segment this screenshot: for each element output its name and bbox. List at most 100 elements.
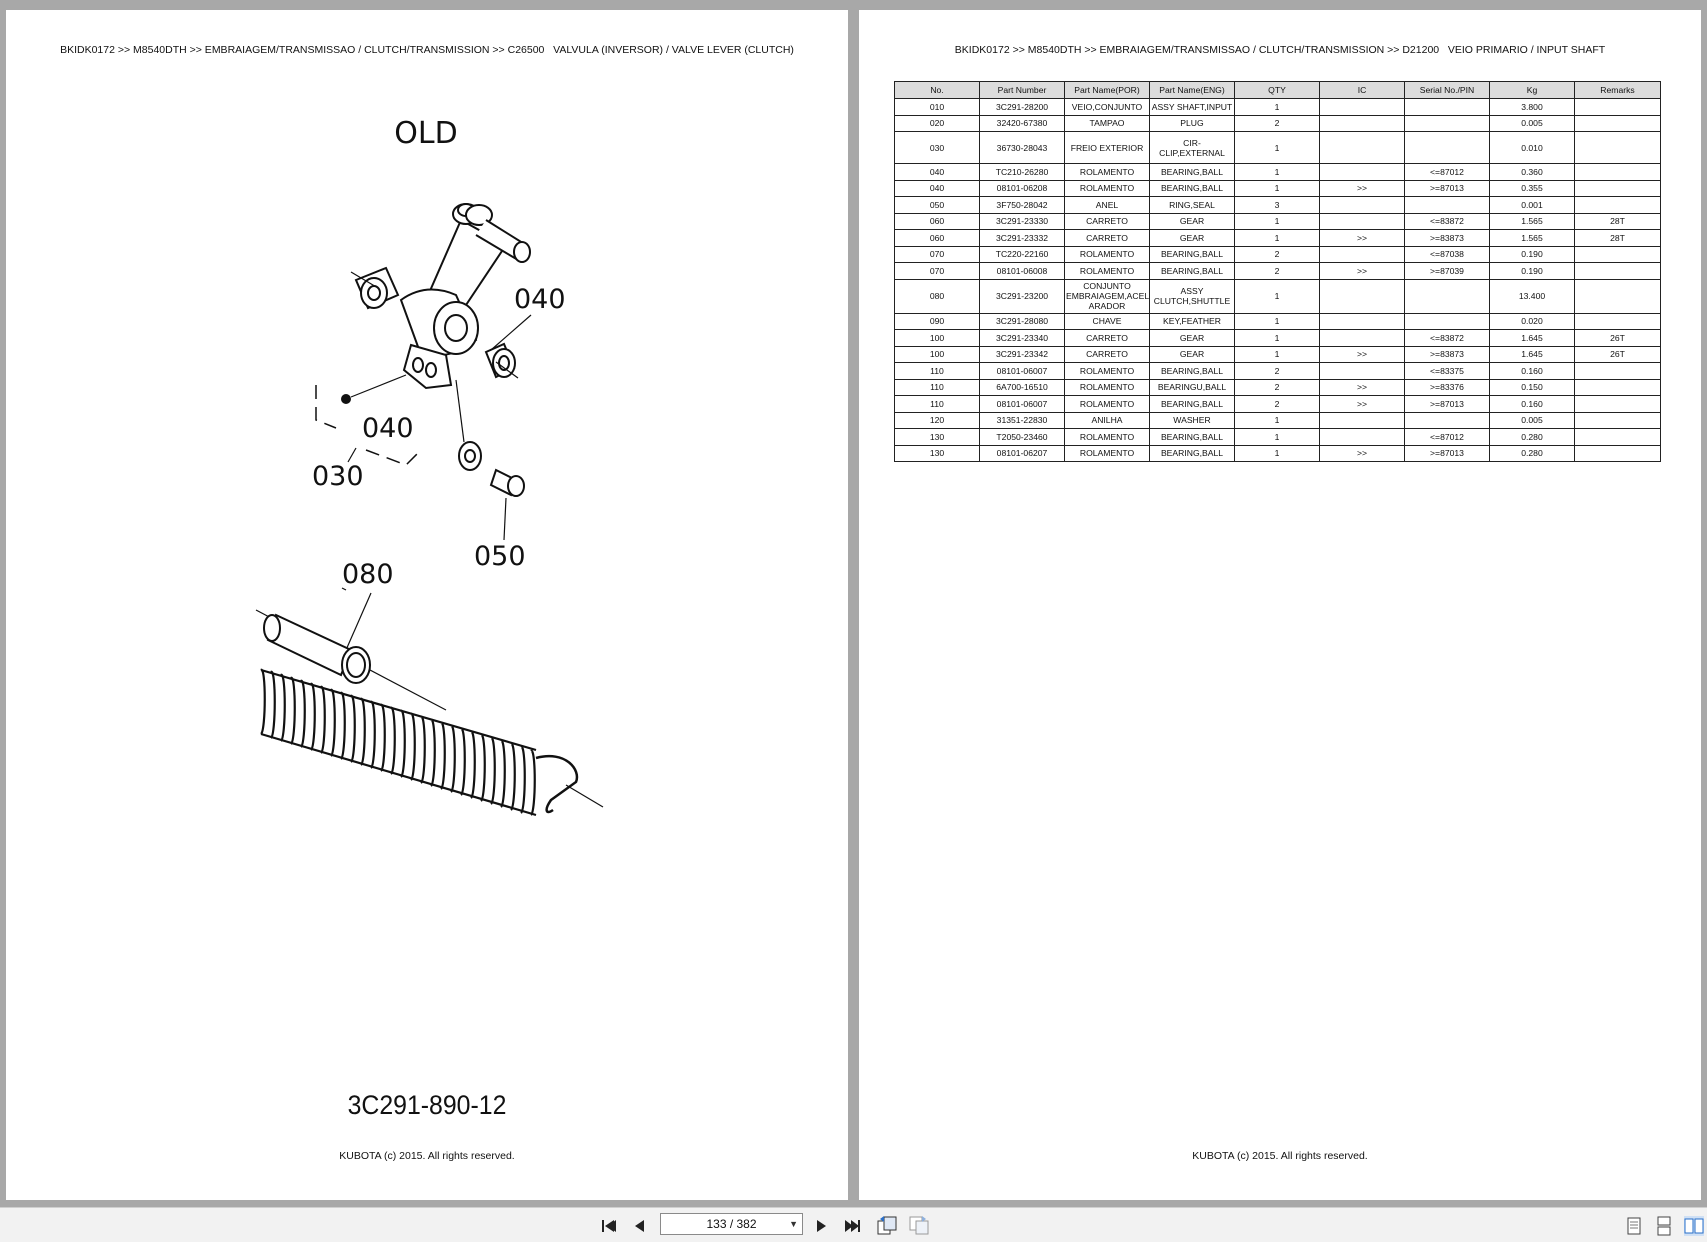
cell-part-name-por: CARRETO [1064, 329, 1150, 347]
cell-no: 130 [894, 444, 980, 462]
cell-part-name-por: ROLAMENTO [1064, 378, 1150, 396]
single-page-view-icon[interactable] [1624, 1216, 1644, 1236]
cell-serial: <=87038 [1404, 245, 1490, 263]
cell-part-name-eng: GEAR [1149, 345, 1235, 363]
cell-no: 010 [894, 98, 980, 116]
cell-part-name-por: ROLAMENTO [1064, 428, 1150, 446]
cell-ic: >> [1319, 229, 1405, 247]
cell-remarks: 26T [1574, 329, 1661, 347]
cell-qty: 1 [1234, 329, 1320, 347]
cell-serial: <=87012 [1404, 428, 1490, 446]
cell-part-name-eng: CIR-CLIP,EXTERNAL [1149, 131, 1235, 164]
cell-no: 110 [894, 362, 980, 380]
rotate-forward-icon[interactable] [908, 1214, 930, 1236]
cell-ic [1319, 329, 1405, 347]
cell-kg: 0.160 [1489, 395, 1575, 413]
cell-part-number: 08101-06207 [979, 444, 1065, 462]
cell-qty: 2 [1234, 262, 1320, 280]
page-indicator: 133 / 382 [706, 1217, 757, 1231]
cell-qty: 1 [1234, 179, 1320, 197]
cell-serial [1404, 196, 1490, 214]
cell-ic [1319, 278, 1405, 314]
cell-part-number: 08101-06208 [979, 179, 1065, 197]
cell-part-name-por: ROLAMENTO [1064, 163, 1150, 181]
cell-kg: 0.150 [1489, 378, 1575, 396]
cell-part-name-eng: BEARING,BALL [1149, 262, 1235, 280]
cell-part-name-eng: GEAR [1149, 329, 1235, 347]
cell-ic: >> [1319, 444, 1405, 462]
cell-kg: 0.355 [1489, 179, 1575, 197]
cell-remarks [1574, 179, 1661, 197]
cell-kg: 0.280 [1489, 444, 1575, 462]
cell-kg: 0.190 [1489, 245, 1575, 263]
cell-no: 030 [894, 131, 980, 164]
cell-no: 130 [894, 428, 980, 446]
cell-part-number: 3C291-23200 [979, 278, 1065, 314]
cell-part-name-eng: BEARINGU,BALL [1149, 378, 1235, 396]
diagram-heading: OLD [394, 116, 457, 151]
cell-kg: 1.645 [1489, 329, 1575, 347]
page-number-field[interactable]: 133 / 382 ▼ [660, 1213, 803, 1235]
cell-qty: 2 [1234, 245, 1320, 263]
cell-kg: 13.400 [1489, 278, 1575, 314]
rotate-back-icon[interactable] [876, 1214, 898, 1236]
cell-kg: 0.360 [1489, 163, 1575, 181]
cell-part-number: 08101-06007 [979, 362, 1065, 380]
facing-pages-view-icon[interactable] [1684, 1216, 1704, 1236]
cell-serial: >=87013 [1404, 444, 1490, 462]
cell-part-name-eng: ASSY SHAFT,INPUT [1149, 98, 1235, 116]
cell-serial: <=83872 [1404, 329, 1490, 347]
cell-remarks [1574, 444, 1661, 462]
cell-no: 090 [894, 312, 980, 330]
cell-ic: >> [1319, 179, 1405, 197]
cell-part-number: 08101-06007 [979, 395, 1065, 413]
cell-ic [1319, 98, 1405, 116]
cell-part-name-eng: BEARING,BALL [1149, 179, 1235, 197]
cell-qty: 1 [1234, 411, 1320, 429]
cell-ic: >> [1319, 395, 1405, 413]
cell-ic [1319, 245, 1405, 263]
column-header: IC [1319, 81, 1405, 99]
cell-no: 050 [894, 196, 980, 214]
cell-qty: 2 [1234, 362, 1320, 380]
cell-qty: 1 [1234, 312, 1320, 330]
cell-part-number: TC210-26280 [979, 163, 1065, 181]
next-page-icon[interactable] [811, 1216, 831, 1236]
cell-part-name-por: ANILHA [1064, 411, 1150, 429]
cell-part-name-por: ROLAMENTO [1064, 444, 1150, 462]
cell-ic [1319, 196, 1405, 214]
cell-kg: 1.645 [1489, 345, 1575, 363]
previous-page-icon[interactable] [630, 1216, 650, 1236]
continuous-view-icon[interactable] [1654, 1216, 1674, 1236]
diagram-code: 3C291-890-12 [347, 1090, 507, 1120]
viewer-toolbar: 133 / 382 ▼ [0, 1207, 1707, 1242]
first-page-icon[interactable] [599, 1216, 619, 1236]
cell-serial: >=87039 [1404, 262, 1490, 280]
cell-part-number: 32420-67380 [979, 114, 1065, 132]
cell-ic [1319, 131, 1405, 164]
cell-part-number: 3C291-23330 [979, 212, 1065, 230]
cell-ic [1319, 212, 1405, 230]
cell-qty: 1 [1234, 229, 1320, 247]
cell-ic [1319, 428, 1405, 446]
cell-part-name-por: VEIO,CONJUNTO [1064, 98, 1150, 116]
cell-qty: 1 [1234, 98, 1320, 116]
chevron-down-icon[interactable]: ▼ [789, 1219, 798, 1229]
cell-qty: 1 [1234, 212, 1320, 230]
cell-part-name-eng: PLUG [1149, 114, 1235, 132]
cell-qty: 2 [1234, 378, 1320, 396]
last-page-icon[interactable] [842, 1216, 862, 1236]
column-header: Part Number [979, 81, 1065, 99]
cell-ic [1319, 362, 1405, 380]
column-header: Remarks [1574, 81, 1661, 99]
cell-qty: 3 [1234, 196, 1320, 214]
